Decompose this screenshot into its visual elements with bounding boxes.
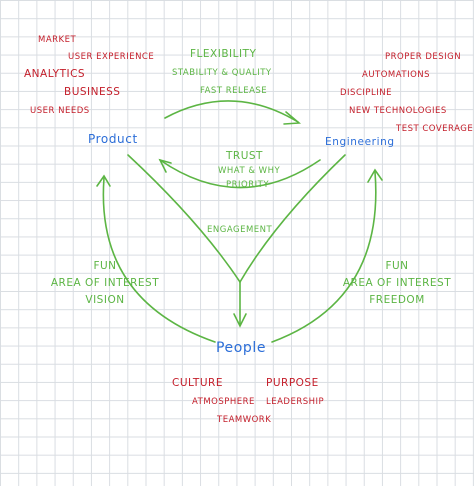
people-product-labels: Fun Area of Interest Vision: [50, 258, 160, 309]
left-label-area-of-interest: Area of Interest: [50, 277, 160, 289]
people-topic-culture: Culture: [172, 377, 223, 389]
arrow-people-to-engineering: [271, 171, 377, 343]
label-flexibility: Flexibility: [190, 48, 257, 60]
arrowhead-people-to-engineering: [367, 168, 383, 183]
product-topic-user-needs: User Needs: [30, 106, 90, 116]
left-label-vision: Vision: [85, 294, 125, 306]
right-label-freedom: Freedom: [369, 294, 425, 306]
right-label-area-of-interest: Area of Interest: [342, 277, 452, 289]
product-topic-business: Business: [64, 86, 121, 98]
node-product: Product: [88, 132, 138, 146]
arrow-product-to-engineering: [164, 100, 299, 123]
node-engineering: Engineering: [325, 136, 395, 148]
engineering-topic-automations: Automations: [362, 70, 431, 80]
label-what-why: What & Why: [218, 166, 281, 176]
engineering-topic-new-technologies: New Technologies: [349, 106, 447, 116]
arrowhead-people-to-product: [96, 174, 111, 187]
product-topic-user-experience: User Experience: [68, 52, 155, 62]
left-label-fun: Fun: [93, 260, 117, 272]
label-priority: Priority: [226, 180, 270, 190]
label-stability-quality: Stability & Quality: [172, 68, 272, 78]
arrowhead-engineering-to-product: [158, 158, 172, 173]
people-engineering-labels: Fun Area of Interest Freedom: [342, 258, 452, 309]
label-trust: Trust: [226, 150, 263, 162]
people-topic-teamwork: Teamwork: [217, 415, 272, 425]
arrowhead-product-to-engineering: [283, 111, 302, 125]
arrow-product-to-engagement: [127, 154, 241, 283]
arrowhead-engagement-to-people: [233, 313, 247, 328]
product-topic-market: Market: [38, 35, 77, 45]
arrow-people-to-product: [102, 177, 216, 343]
arrow-engineering-to-engagement: [239, 154, 346, 283]
label-engagement: Engagement: [207, 225, 273, 235]
engineering-topic-test-coverage: Test Coverage: [396, 124, 474, 134]
people-topic-purpose: Purpose: [266, 377, 319, 389]
right-label-fun: Fun: [385, 260, 409, 272]
node-people: People: [216, 340, 267, 356]
engineering-topic-discipline: Discipline: [340, 88, 392, 98]
people-topic-leadership: Leadership: [266, 397, 325, 407]
label-fast-release: Fast Release: [200, 86, 268, 96]
engineering-topic-proper-design: Proper Design: [385, 52, 462, 62]
people-topic-atmosphere: Atmosphere: [192, 397, 255, 407]
product-topic-analytics: Analytics: [24, 68, 86, 80]
arrow-engineering-to-product: [159, 159, 321, 189]
